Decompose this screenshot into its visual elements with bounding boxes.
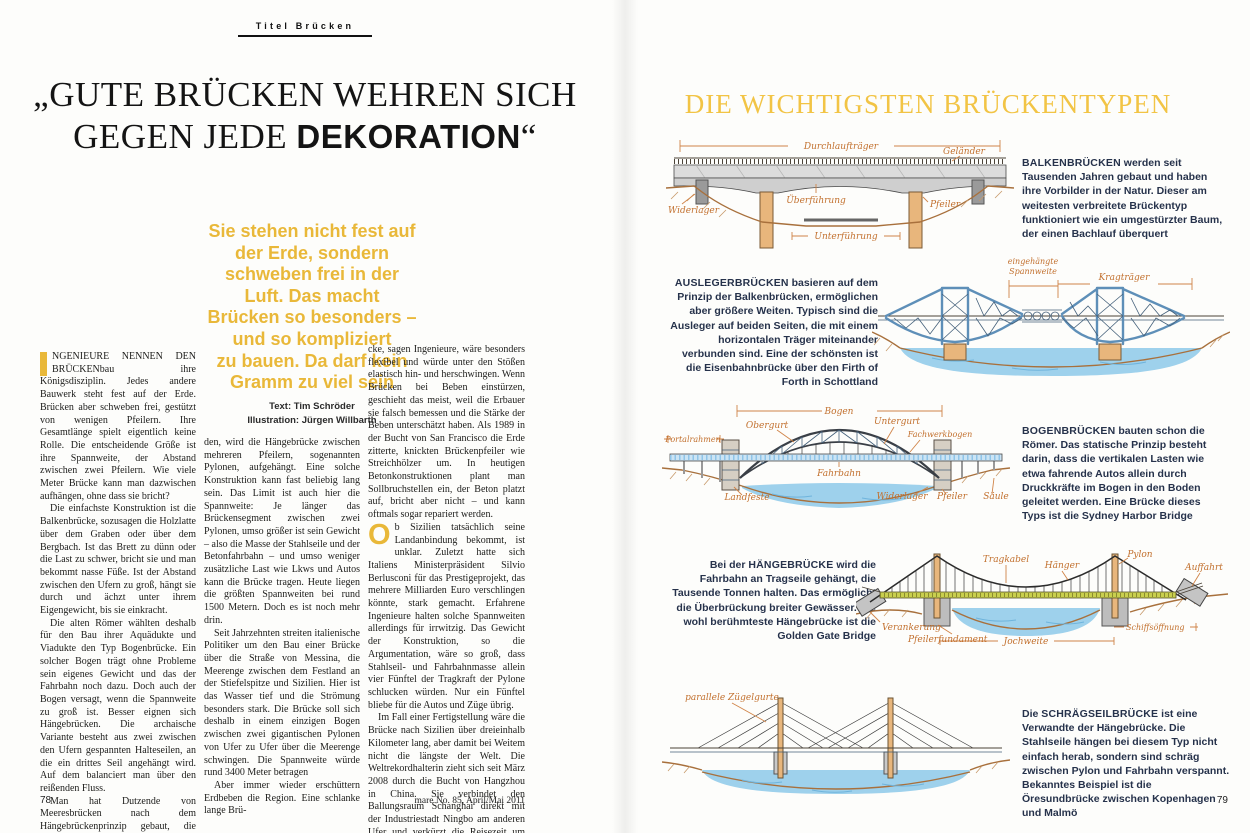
sketch-label: Tragkabel [983, 555, 1029, 565]
sketch-label: parallele Zügelgurte [685, 693, 779, 703]
page-gutter [612, 0, 638, 833]
schraegseil-drawing: parallele Zügelgurte [662, 693, 1010, 794]
caption-lead: BALKENBRÜCKEN [1022, 157, 1121, 169]
sketch-label: eingehängte [1008, 257, 1059, 266]
sketch-label: Überführung [786, 194, 846, 206]
haengebruecke-caption: Bei der HÄNGEBRÜCKE wird die Fahrbahn an… [664, 558, 876, 643]
caption-text: basieren auf dem Prinzip der Balkenbrück… [670, 277, 878, 389]
intro-line: Brücken so besonders – [207, 307, 417, 328]
section-heading: DIE WICHTIGSTEN BRÜCKENTYPEN [684, 89, 1172, 119]
kicker-label: Titel Brücken [255, 21, 355, 31]
sketch-label: Bogen [824, 407, 854, 417]
auslegerbruecke-illustration: eingehängte Spannweite Kragträger [872, 257, 1230, 376]
sketch-label: Kragträger [1098, 273, 1151, 283]
sketch-label: Landfeste [723, 493, 769, 503]
byline: Text: Tim Schröder Illustration: Jürgen … [192, 400, 432, 428]
haenge-drawing: Tragkabel Hänger Pylon Auffahrt Veranker… [856, 550, 1228, 647]
kicker: Titel Brücken [165, 21, 445, 37]
page-title: „GUTE BRÜCKEN WEHREN SICH GEGEN JEDE DEK… [30, 74, 580, 158]
headline-line1: „GUTE BRÜCKEN WEHREN SICH [33, 75, 577, 114]
intro-line: Gramm zu viel sein [229, 372, 395, 393]
headline-close-quote: “ [520, 117, 537, 156]
body-column-2: den, wird die Hängebrücke zwischen mehre… [204, 437, 360, 818]
paragraph: Im Fall einer Fertigstellung wäre die Br… [368, 712, 525, 833]
sketch-label: Fahrbahn [816, 469, 861, 479]
headline-emphasis: DEKORATION [296, 118, 521, 155]
right-anchor-block [1175, 577, 1209, 607]
auslegerbruecke-caption: AUSLEGERBRÜCKEN basieren auf dem Prinzip… [664, 276, 878, 390]
paragraph: Die einfachste Konstruktion ist die Balk… [40, 503, 196, 617]
standfirst: Sie stehen nicht fest auf der Erde, sond… [192, 221, 432, 394]
bogenbruecke-caption: BOGENBRÜCKEN bauten schon die Römer. Das… [1022, 424, 1226, 523]
caption-text: ist eine Verwandte der Hängebrücke. Die … [1022, 708, 1230, 820]
sketch-label: Hänger [1044, 561, 1080, 571]
balken-drawing: Durchlaufträger Geländer Überführung Wid… [666, 140, 1014, 249]
lead-caps: NGENIEURE NENNEN DEN BRÜCKEN [52, 351, 196, 375]
sketch-label: Pfeiler [936, 492, 968, 502]
paragraph: NGENIEURE NENNEN DEN BRÜCKENbau ihre Kön… [40, 351, 196, 503]
caption-lead: SCHRÄGSEILBRÜCKE [1041, 708, 1159, 720]
bogenbruecke-illustration: Bogen Obergurt Untergurt Fachwerkbogen P… [662, 405, 1010, 508]
caption-lead: AUSLEGERBRÜCKEN [674, 277, 789, 289]
paragraph: Seit Jahrzehnten streiten italienische P… [204, 627, 360, 779]
sketch-label: Widerlager [668, 206, 720, 216]
sketch-label: Pylon [1126, 550, 1152, 560]
page-number-right: 79 [1216, 795, 1228, 806]
schraegseilbruecke-illustration: parallele Zügelgurte [662, 693, 1010, 794]
sketch-label: Obergurt [746, 421, 789, 431]
dropcap-bar-i [40, 352, 47, 376]
body-column-1: NGENIEURE NENNEN DEN BRÜCKENbau ihre Kön… [40, 351, 196, 833]
sketch-label: Säule [983, 492, 1009, 502]
caption-prefix: Die [1022, 708, 1042, 720]
kicker-rule [238, 35, 372, 37]
ausleger-drawing: eingehängte Spannweite Kragträger [872, 257, 1230, 376]
dropcap-o: O [368, 518, 391, 551]
intro-line: Sie stehen nicht fest auf [208, 221, 416, 241]
caption-lead: BOGENBRÜCKEN [1022, 425, 1116, 437]
page-number-left: 78 [40, 795, 52, 806]
intro-line: und so kompliziert [232, 328, 392, 349]
caption-lead: HÄNGEBRÜCKE [748, 559, 834, 571]
body-column-3: cke, sagen Ingenieure, wäre besonders fl… [368, 344, 525, 833]
author-credit: Text: Tim Schröder [269, 401, 355, 412]
intro-line: Luft. Das macht [244, 285, 380, 306]
caption-text: bauten schon die Römer. Das statische Pr… [1022, 425, 1207, 523]
paragraph: Die alten Römer wählten deshalb für den … [40, 617, 196, 794]
bogen-drawing: Bogen Obergurt Untergurt Fachwerkbogen P… [662, 405, 1010, 508]
balkenbruecke-illustration: Durchlaufträger Geländer Überführung Wid… [666, 140, 1014, 249]
illustrator-credit: Illustration: Jürgen Willbarth [247, 415, 377, 426]
sketch-label: Untergurt [874, 417, 920, 427]
sketch-label: Jochweite [1002, 637, 1049, 647]
paragraph-text: bau ihre Königsdisziplin. Jedes andere B… [40, 363, 196, 502]
sketch-label: Widerlager [877, 492, 929, 502]
issue-footer: mare No. 85, April/Mai 2011 [414, 796, 525, 806]
sketch-label: Schiffsöffnung [1126, 623, 1185, 632]
caption-text: werden seit Tausenden Jahren gebaut und … [1022, 157, 1223, 241]
sketch-label: Geländer [943, 147, 986, 157]
paragraph: cke, sagen Ingenieure, wäre besonders fl… [368, 344, 525, 521]
sketch-label: Verankerung [882, 623, 941, 633]
intro-line: zu bauen. Da darf kein [216, 350, 408, 371]
intro-line: der Erde, sondern [234, 242, 390, 263]
balkenbruecke-caption: BALKENBRÜCKEN werden seit Tausenden Jahr… [1022, 156, 1224, 241]
paragraph: den, wird die Hängebrücke zwischen mehre… [204, 437, 360, 626]
paragraph: Man hat Dutzende von Meeresbrücken nach … [40, 795, 196, 833]
schraegseilbruecke-caption: Die SCHRÄGSEILBRÜCKE ist eine Verwandte … [1022, 707, 1230, 821]
intro-line: schweben frei in der [224, 264, 400, 285]
caption-prefix: Bei der [709, 559, 749, 571]
sketch-label: Portalrahmen [664, 435, 720, 444]
paragraph-text: b Sizilien tatsächlich seine Landanbindu… [368, 521, 525, 711]
sketch-label: Spannweite [1009, 267, 1057, 276]
sketch-label: Pfeiler [929, 200, 961, 210]
headline-line2: GEGEN JEDE [73, 117, 297, 156]
sketch-label: Unterführung [814, 232, 877, 242]
sketch-label: Durchlaufträger [803, 142, 879, 152]
haengebruecke-illustration: Tragkabel Hänger Pylon Auffahrt Veranker… [856, 550, 1228, 647]
paragraph: Aber immer wieder erschüttern Erdbeben d… [204, 779, 360, 817]
caption-text: wird die Fahrbahn an Tragseile gehängt, … [672, 559, 876, 643]
sketch-label: Pfeilerfundament [907, 635, 988, 645]
sketch-label: Auffahrt [1184, 563, 1223, 573]
sketch-label: Fachwerkbogen [907, 430, 973, 439]
